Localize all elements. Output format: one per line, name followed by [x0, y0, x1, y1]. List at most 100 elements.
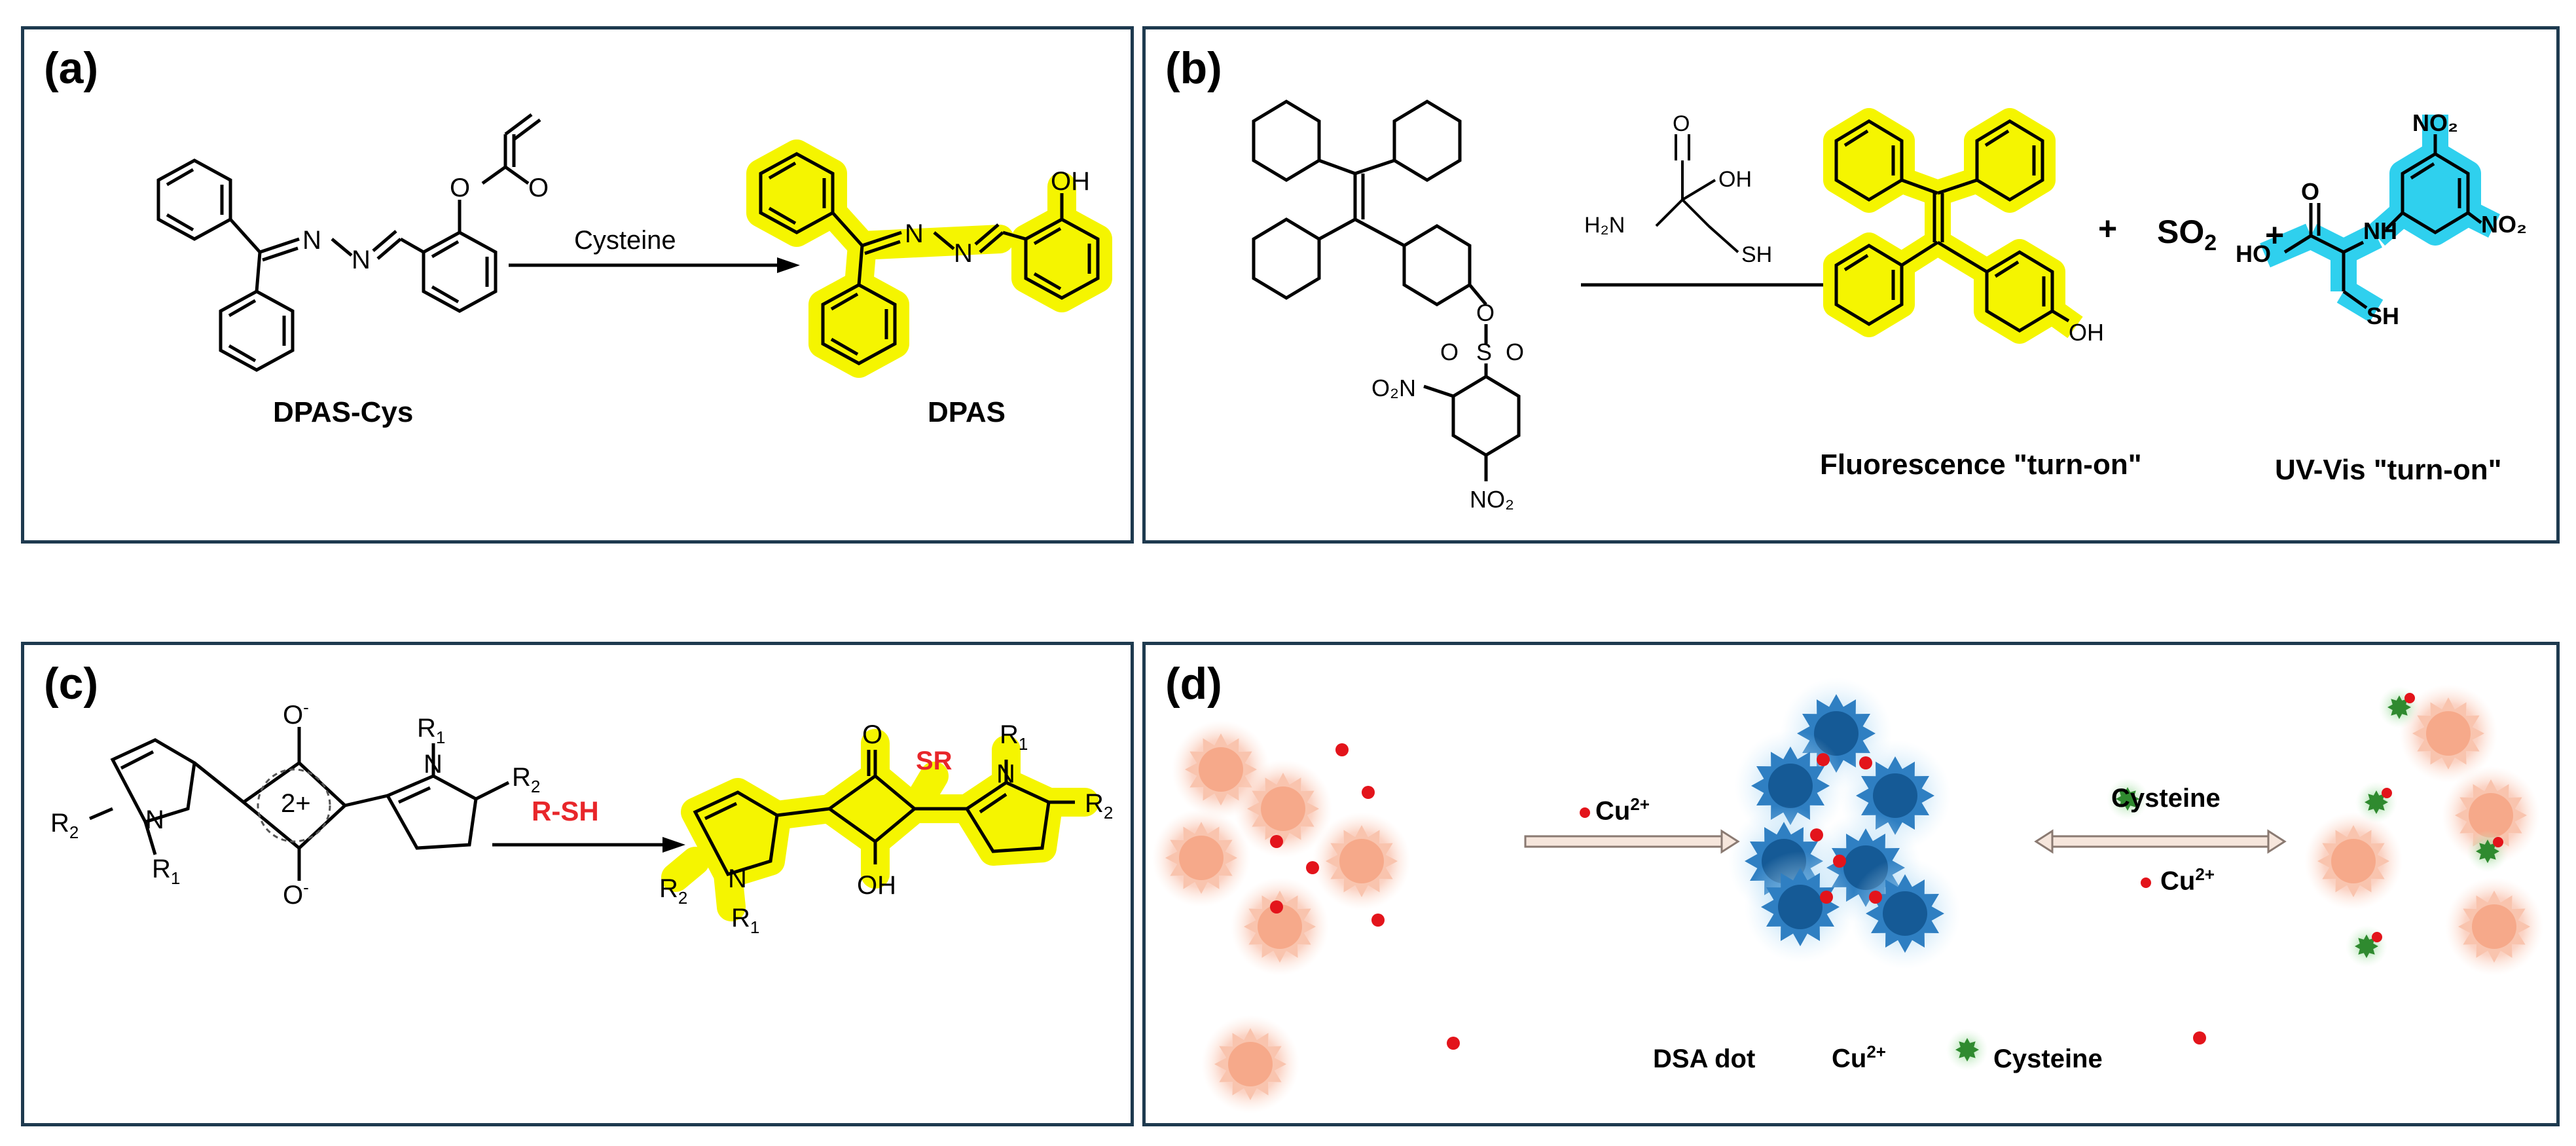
arrow2-top-label: Cysteine: [2111, 784, 2221, 813]
panel-b-label: (b): [1165, 43, 1222, 93]
panel-d-arrow1: [1524, 829, 1740, 854]
dication-ring: [257, 768, 331, 843]
cu-ions-layer: [1270, 743, 2206, 1050]
squaraine-structure: [89, 727, 510, 881]
panel-a-reagent: Cysteine: [574, 226, 676, 255]
svg-text:O₂N: O₂N: [1371, 375, 1416, 401]
svg-text:NH: NH: [2363, 217, 2397, 244]
aggregated-dot: [1883, 891, 1927, 936]
cu-ion-dot: [1306, 861, 1319, 874]
cu-ion-dot: [1859, 756, 1872, 769]
dsa-dot: [1339, 839, 1384, 883]
legend-cu-text: Cu: [1832, 1044, 1867, 1073]
aggregated-dot: [1778, 885, 1823, 929]
svg-text:O: O: [450, 174, 470, 202]
svg-text:R2: R2: [1085, 789, 1113, 823]
dsa-dot: [2469, 793, 2513, 838]
arrow1-label: Cu2+: [1580, 794, 1650, 826]
cu-ion-dot: [1833, 855, 1846, 868]
plus-sign-1: +: [2098, 210, 2118, 247]
cysteine-star: [2387, 695, 2411, 719]
svg-text:NO₂: NO₂: [2412, 109, 2458, 136]
svg-text:N: N: [352, 246, 371, 274]
panel-c-reagent: R-SH: [532, 796, 599, 826]
panel-d-label: (d): [1165, 659, 1222, 709]
svg-text:N: N: [996, 760, 1015, 788]
svg-text:NO₂: NO₂: [2481, 211, 2527, 238]
bound-cu-dot: [2493, 837, 2503, 847]
svg-text:O: O: [1476, 299, 1495, 326]
uvvis-caption: UV-Vis "turn-on": [2275, 454, 2502, 486]
cu-ion-dot: [1270, 835, 1283, 848]
legend-cysteine: Cysteine: [1993, 1044, 2103, 1073]
dsa-dot: [1261, 786, 1305, 831]
dpas-name: DPAS: [928, 396, 1006, 428]
dsa-dots-layer: [1152, 684, 2543, 1113]
svg-text:OH: OH: [857, 871, 896, 900]
panel-a-scheme: N N O O: [156, 113, 1112, 378]
plus-sign-2: +: [2265, 217, 2285, 253]
svg-text:O-: O-: [283, 697, 309, 730]
svg-text:O: O: [2301, 178, 2319, 205]
panel-c-scheme: O- O- 2+ N R2 R1 N R1 R2: [50, 697, 1113, 937]
legend-cu: Cu2+: [1832, 1042, 1886, 1073]
legend-dsa-dot: DSA dot: [1653, 1044, 1756, 1073]
svg-text:O: O: [1506, 339, 1524, 365]
svg-text:N: N: [424, 750, 443, 779]
svg-text:N: N: [905, 219, 924, 248]
bound-cu-dot: [2404, 693, 2415, 703]
cu-ion-dot: [1335, 743, 1349, 756]
aggregated-dot: [1768, 764, 1813, 808]
cu-ion-dot: [1869, 891, 1882, 904]
svg-text:SH: SH: [1741, 242, 1772, 267]
bound-cu-dot: [2382, 788, 2392, 798]
dsa-dot: [2331, 839, 2376, 883]
svg-text:OH: OH: [2069, 319, 2104, 346]
cysteine-marks-layer: [1946, 686, 2509, 1071]
sr-label: SR: [916, 747, 952, 775]
svg-text:O: O: [1440, 339, 1459, 365]
cu-ion-dot: [1362, 786, 1375, 799]
cu-ion-dot: [2193, 1031, 2206, 1044]
so2-text: SO: [2157, 213, 2205, 250]
dsa-dot: [2426, 711, 2471, 756]
cu-ion-dot: [1820, 891, 1833, 904]
panel-b: (b) O S O O O₂N NO₂: [1142, 26, 2560, 544]
arrow2-cu-sup: 2+: [2195, 864, 2215, 884]
aggregated-dot: [1873, 773, 1917, 818]
tpe-oh-structure: OH: [1823, 108, 2104, 346]
svg-text:NO₂: NO₂: [1470, 486, 1514, 513]
svg-text:S: S: [1476, 339, 1492, 365]
svg-text:OH: OH: [1718, 167, 1752, 192]
svg-text:R1: R1: [152, 855, 180, 888]
svg-text:R1: R1: [1000, 720, 1028, 754]
dpas-cys-name: DPAS-Cys: [273, 396, 414, 428]
tpe-sulfonate-atoms: O S O O O₂N NO₂: [1371, 299, 1524, 513]
svg-text:OH: OH: [1051, 167, 1090, 196]
svg-text:2+: 2+: [281, 789, 311, 818]
dsa-dot: [2472, 904, 2516, 949]
svg-text:R2: R2: [50, 809, 79, 842]
bound-cu-dot: [2372, 932, 2382, 942]
arrow2-cu-text: Cu: [2160, 866, 2196, 896]
cu-ion-dot: [1270, 900, 1283, 914]
arrow1-cu-sup: 2+: [1630, 794, 1650, 814]
cysteine-star: [2365, 790, 2388, 814]
panel-d-scheme: [1152, 678, 2543, 1113]
svg-text:O-: O-: [283, 878, 309, 910]
squaraine-atoms: O- O- 2+ N R2 R1 N R1 R2: [50, 697, 540, 910]
aggregated-dots-layer: [1728, 678, 1961, 969]
panel-d-arrow2: [2034, 829, 2287, 854]
svg-text:R1: R1: [731, 904, 759, 937]
arrow2-bottom-label: Cu2+: [2141, 864, 2215, 896]
dpas-structure: N N OH: [746, 139, 1112, 378]
dnp-cysteine-structure: NO₂ NO₂ NH O HO SH: [2236, 109, 2527, 329]
cysteine-star: [2355, 934, 2378, 958]
so2-label: SO2: [2157, 213, 2217, 256]
svg-text:O: O: [528, 174, 549, 202]
arrow1-cu-dot: [1580, 807, 1590, 818]
svg-text:O: O: [1673, 111, 1690, 136]
dpas-cys-atoms: N N O O: [302, 174, 549, 274]
svg-text:N: N: [954, 239, 973, 268]
legend-cu-sup: 2+: [1866, 1042, 1886, 1062]
